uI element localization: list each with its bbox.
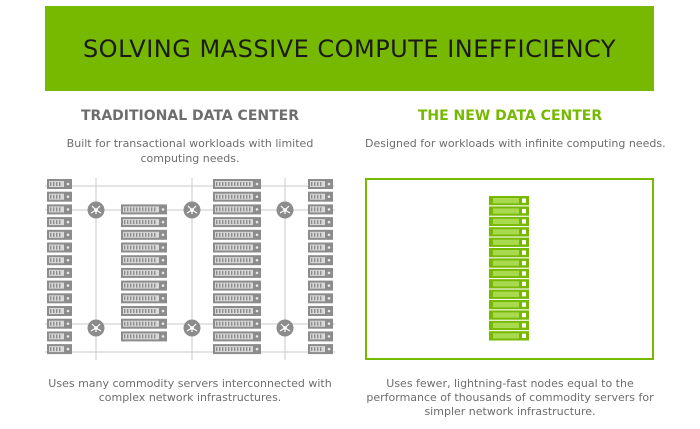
server-unit (47, 331, 72, 342)
server-unit (308, 280, 333, 291)
server-unit (47, 306, 72, 316)
server-unit (213, 318, 261, 329)
server-unit (121, 331, 167, 342)
gpu-node (489, 310, 529, 320)
network-node-icon (87, 319, 105, 337)
server-unit (121, 229, 167, 240)
gpu-node (489, 206, 529, 216)
server-unit (213, 229, 261, 240)
server-unit (213, 267, 261, 278)
server-unit (121, 306, 167, 316)
server-unit (308, 318, 333, 329)
server-unit (213, 306, 261, 316)
server-unit (121, 217, 167, 228)
banner-title: SOLVING MASSIVE COMPUTE INEFFICIENCY (82, 34, 617, 63)
gpu-node (489, 331, 529, 341)
server-unit (308, 344, 333, 355)
server-unit (121, 204, 167, 215)
server-unit (121, 280, 167, 291)
gpu-node (489, 320, 529, 331)
server-unit (308, 293, 333, 304)
server-unit (47, 255, 72, 266)
server-unit (213, 204, 261, 215)
new-datacenter-diagram (365, 178, 654, 360)
server-unit (121, 293, 167, 304)
gpu-node (489, 289, 529, 299)
gpu-node (489, 237, 529, 247)
gpu-node (489, 268, 529, 279)
server-unit (213, 344, 261, 355)
traditional-datacenter-diagram (45, 178, 335, 360)
gpu-node (489, 258, 529, 268)
gpu-node (489, 300, 529, 310)
network-node-icon (87, 201, 105, 219)
gpu-node (489, 216, 529, 227)
gpu-node (489, 248, 529, 258)
new-center-footer: Uses fewer, lightning-fast nodes equal t… (366, 377, 654, 418)
server-unit (121, 242, 167, 253)
server-unit (47, 293, 72, 304)
gpu-node (489, 279, 529, 289)
server-unit (47, 267, 72, 278)
title-banner: SOLVING MASSIVE COMPUTE INEFFICIENCY (45, 6, 654, 91)
server-unit (213, 280, 261, 291)
server-unit (121, 255, 167, 266)
server-unit (213, 255, 261, 266)
server-unit (308, 267, 333, 278)
server-unit (308, 306, 333, 316)
traditional-footer: Uses many commodity servers interconnect… (48, 377, 332, 404)
server-unit (308, 179, 333, 189)
server-unit (121, 267, 167, 278)
server-unit (47, 229, 72, 240)
network-node-icon (276, 319, 294, 337)
server-unit (213, 217, 261, 228)
server-unit (308, 229, 333, 240)
new-center-heading: THE NEW DATA CENTER (417, 108, 603, 124)
server-unit (47, 242, 72, 253)
server-unit (47, 318, 72, 329)
server-unit (47, 280, 72, 291)
server-unit (308, 255, 333, 266)
server-unit (47, 344, 72, 355)
network-node-icon (183, 319, 201, 337)
server-unit (213, 191, 261, 202)
server-unit (213, 293, 261, 304)
server-unit (308, 204, 333, 215)
server-unit (308, 331, 333, 342)
server-unit (47, 217, 72, 228)
new-datacenter-frame (365, 178, 654, 360)
traditional-heading: TRADITIONAL DATA CENTER (81, 108, 299, 124)
server-unit (308, 217, 333, 228)
server-unit (47, 179, 72, 189)
server-unit (308, 191, 333, 202)
server-unit (308, 242, 333, 253)
gpu-node (489, 227, 529, 237)
new-center-description: Designed for workloads with infinite com… (365, 137, 666, 150)
network-node-icon (276, 201, 294, 219)
server-unit (213, 331, 261, 342)
server-unit (213, 242, 261, 253)
traditional-description: Built for transactional workloads with l… (66, 137, 314, 165)
server-unit (47, 191, 72, 202)
server-unit (213, 179, 261, 189)
network-node-icon (183, 201, 201, 219)
server-unit (47, 204, 72, 215)
server-unit (121, 318, 167, 329)
gpu-node (489, 196, 529, 206)
